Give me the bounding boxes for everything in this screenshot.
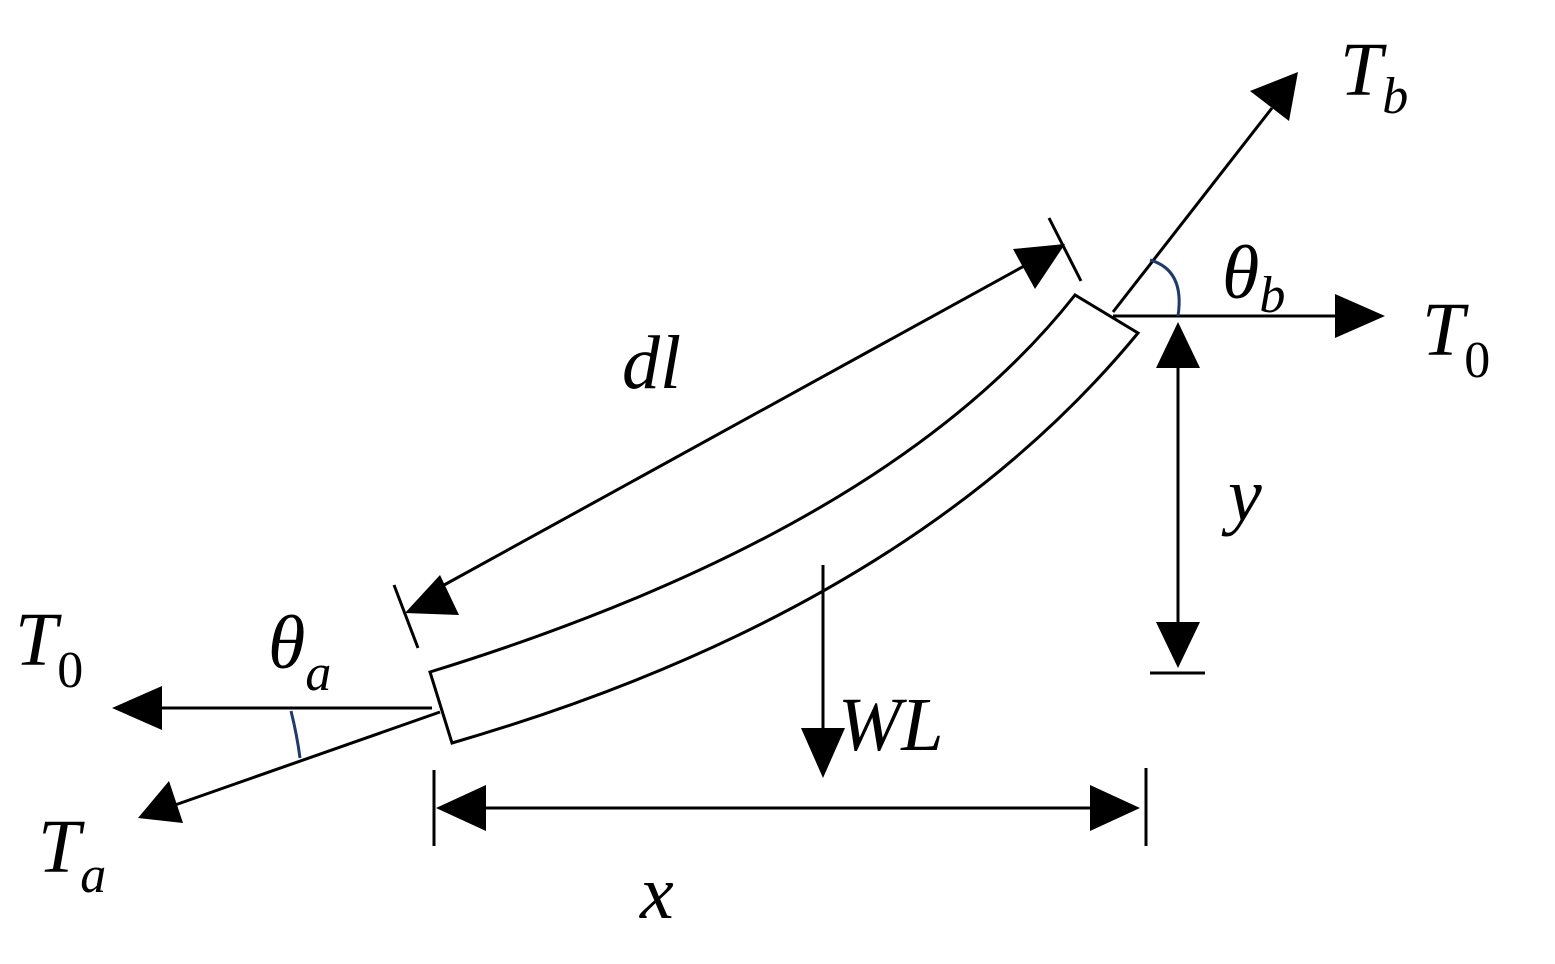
tension-t0-right-arrow <box>1113 294 1385 338</box>
dimension-y <box>1150 322 1205 675</box>
label-t0-left: T0 <box>15 598 83 699</box>
dimension-dl <box>392 217 1083 649</box>
label-theta-a: θa <box>268 601 331 702</box>
weight-wl-arrow <box>801 565 845 778</box>
label-dl: dl <box>622 321 681 405</box>
cable-element <box>428 293 1141 745</box>
tension-tb-arrow <box>1111 72 1298 313</box>
dimension-x <box>432 768 1148 846</box>
label-wl: WL <box>838 683 944 767</box>
label-theta-b: θb <box>1222 231 1285 324</box>
label-t0-right: T0 <box>1422 288 1490 389</box>
tension-ta-arrow <box>138 710 441 823</box>
label-y: y <box>1221 453 1262 537</box>
label-x: x <box>639 851 674 935</box>
label-ta: Ta <box>38 805 106 904</box>
angle-theta-b-arc <box>1149 258 1181 317</box>
label-tb: Tb <box>1340 28 1408 125</box>
angle-theta-a-arc <box>289 710 302 759</box>
tension-t0-left-arrow <box>112 686 432 730</box>
